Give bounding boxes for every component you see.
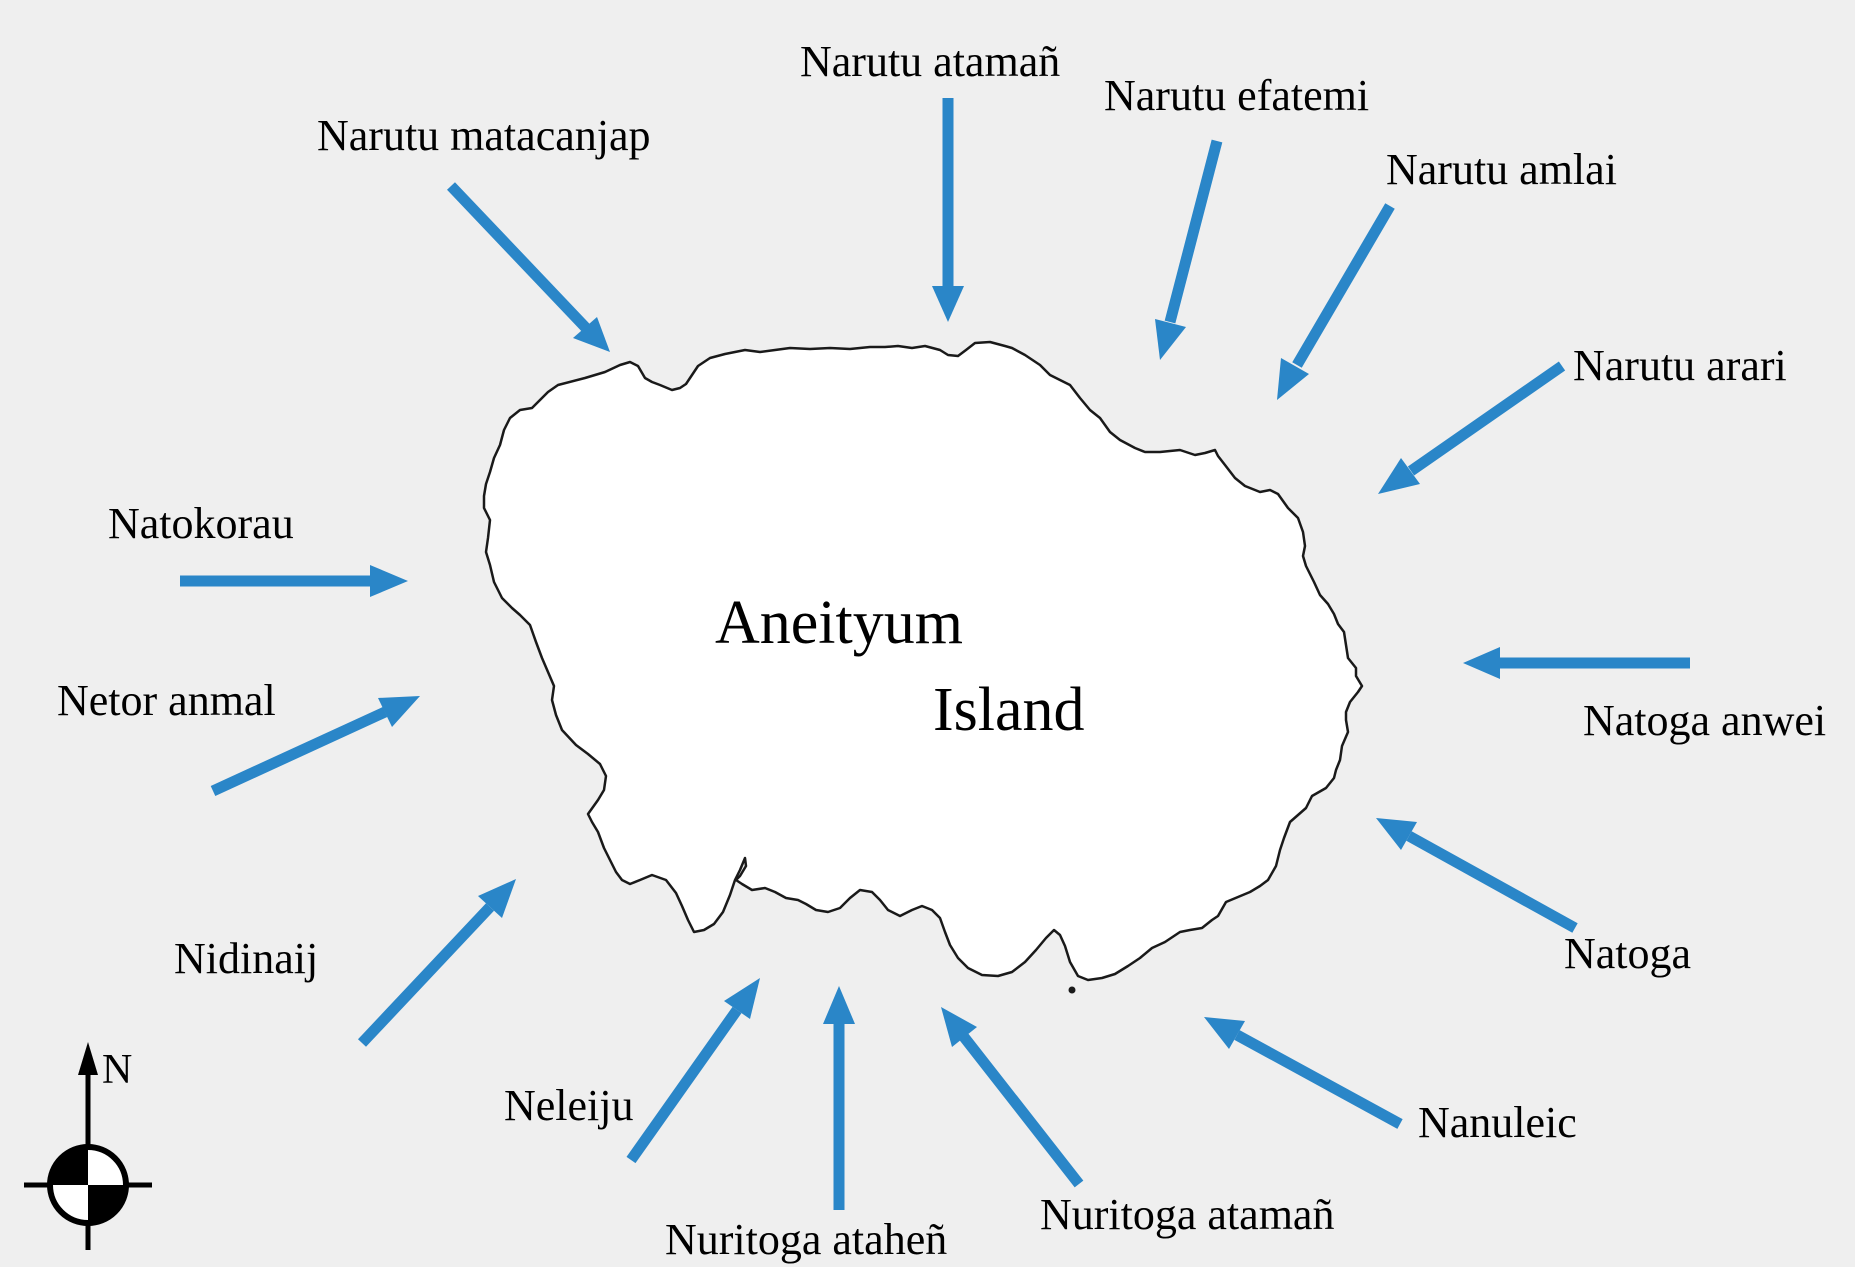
- island-name-line2: Island: [933, 676, 1085, 744]
- wind-arrow-natoga-anwei: [1463, 647, 1690, 679]
- island-shape: [482, 340, 1364, 982]
- wind-arrow-narutu-arari: [1378, 361, 1566, 494]
- north-label: N: [102, 1047, 132, 1093]
- wind-label-nanuleic: Nanuleic: [1418, 1098, 1577, 1147]
- wind-arrow-neleiju: [626, 978, 760, 1164]
- wind-arrow-nuritoga-atamany: [941, 1007, 1084, 1188]
- wind-label-narutu-efatemi: Narutu efatemi: [1104, 71, 1369, 120]
- wind-label-nidinaij: Nidinaij: [174, 934, 318, 983]
- wind-label-nuritoga-atahen: Nuritoga ataheñ: [665, 1215, 947, 1264]
- wind-label-neleiju: Neleiju: [504, 1081, 634, 1130]
- wind-arrow-narutu-atamany: [932, 98, 964, 322]
- wind-label-narutu-matacanjap: Narutu matacanjap: [317, 111, 651, 160]
- wind-arrow-netor-anmal: [210, 696, 420, 796]
- wind-arrow-nanuleic: [1204, 1017, 1403, 1129]
- wind-arrow-narutu-amlai: [1277, 203, 1395, 400]
- wind-arrow-nuritoga-atahen: [823, 986, 855, 1210]
- wind-arrow-narutu-efatemi: [1155, 139, 1223, 360]
- wind-label-natoga: Natoga: [1564, 929, 1691, 978]
- wind-label-narutu-arari: Narutu arari: [1573, 341, 1787, 390]
- wind-label-narutu-amlai: Narutu amlai: [1386, 145, 1617, 194]
- islet-dot: [1068, 986, 1076, 994]
- wind-label-natoga-anwei: Natoga anwei: [1583, 696, 1826, 745]
- wind-label-narutu-atamany: Narutu atamañ: [800, 37, 1060, 86]
- wind-arrow-narutu-matacanjap: [447, 182, 610, 352]
- wind-arrow-natoga: [1376, 818, 1578, 933]
- north-compass-icon: [24, 1042, 152, 1250]
- wind-label-netor-anmal: Netor anmal: [57, 676, 276, 725]
- wind-arrow-nidinaij: [357, 879, 516, 1047]
- wind-label-natokorau: Natokorau: [108, 499, 294, 548]
- wind-label-nuritoga-atamany: Nuritoga atamañ: [1040, 1190, 1334, 1239]
- wind-arrow-natokorau: [180, 565, 408, 597]
- island-name-line1: Aneityum: [715, 589, 963, 657]
